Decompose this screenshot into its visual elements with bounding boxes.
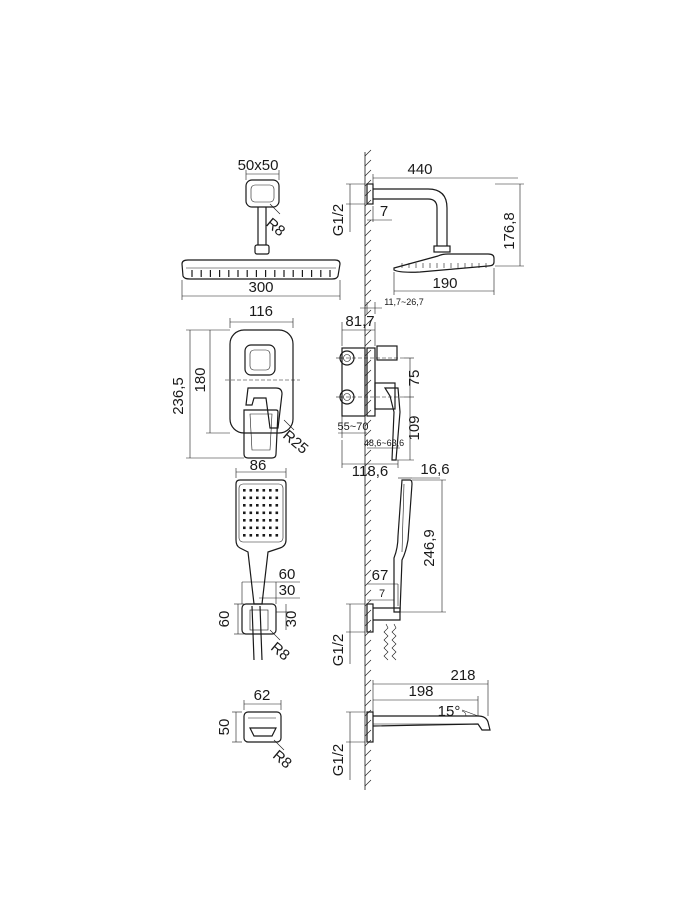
dim-mixer-total-depth: 118,6	[352, 463, 388, 480]
dim-head-thread: G1/2	[330, 204, 347, 237]
dim-holder-thread: G1/2	[330, 634, 347, 667]
mixer-side-view: 11,7~26,7 81,7 75 109 55~70 48,6~63,6 11…	[336, 297, 424, 480]
dim-head-diameter: 190	[432, 275, 457, 292]
spout-front-view: 62 50 R8	[216, 687, 295, 772]
dim-spout-height: 50	[216, 719, 233, 736]
dim-head-drop: 176,8	[501, 212, 518, 250]
dim-spout-width: 62	[254, 687, 271, 704]
dim-hand-length: 246,9	[421, 529, 438, 567]
dim-holder-side: 30	[283, 611, 300, 628]
dim-holder-width: 60	[279, 566, 296, 583]
dim-head-projection: 440	[407, 161, 432, 178]
dim-mixer-depth-range: 11,7~26,7	[384, 297, 424, 307]
shower-head-side-view: 440 176,8 190 G1/2 7	[330, 161, 524, 295]
spout-side-view: 218 198 15° G1/2	[330, 667, 491, 780]
dim-mixer-plate-width: 116	[249, 303, 273, 320]
mixer-front-view: 116 236,5 180 R25	[170, 303, 311, 459]
dim-holder-radius: R8	[267, 639, 293, 664]
dim-mixer-plate-height-inner: 180	[192, 367, 209, 392]
hand-shower-side-view: 16,6 246,9 67 7 G1/2	[330, 461, 450, 666]
dim-mixer-plate-height-outer: 236,5	[170, 377, 187, 415]
dim-spout-thread: G1/2	[330, 744, 347, 777]
dim-head-width: 300	[248, 279, 273, 296]
dim-hand-width: 86	[250, 457, 267, 474]
dim-mixer-plaster-range: 48,6~63,6	[364, 438, 404, 448]
wall	[364, 149, 372, 790]
dim-spout-length: 198	[408, 683, 433, 700]
dim-mixer-install-range: 55~70	[338, 421, 369, 433]
dim-head-arm-size: 50x50	[238, 157, 279, 174]
dim-mixer-body-depth: 81,7	[345, 313, 374, 330]
dim-mixer-lower-offset: 109	[406, 415, 423, 440]
dim-holder-inner: 30	[279, 582, 296, 599]
hand-shower-front-view: 86 60 30 60 30 R8	[216, 457, 300, 664]
dim-hand-tilt: 16,6	[420, 461, 449, 478]
shower-head-front-view: 50x50 R8 300	[181, 157, 341, 300]
dim-spout-total: 218	[450, 667, 475, 684]
dim-spout-angle: 15°	[438, 703, 461, 720]
dim-holder-plate-offset: 7	[379, 588, 385, 600]
dim-spout-radius: R8	[269, 747, 295, 772]
dim-mixer-top-offset: 75	[406, 370, 423, 387]
dim-holder-depth: 67	[372, 567, 389, 584]
dim-head-plate-offset: 7	[380, 203, 388, 220]
dim-holder-height: 60	[216, 611, 233, 628]
